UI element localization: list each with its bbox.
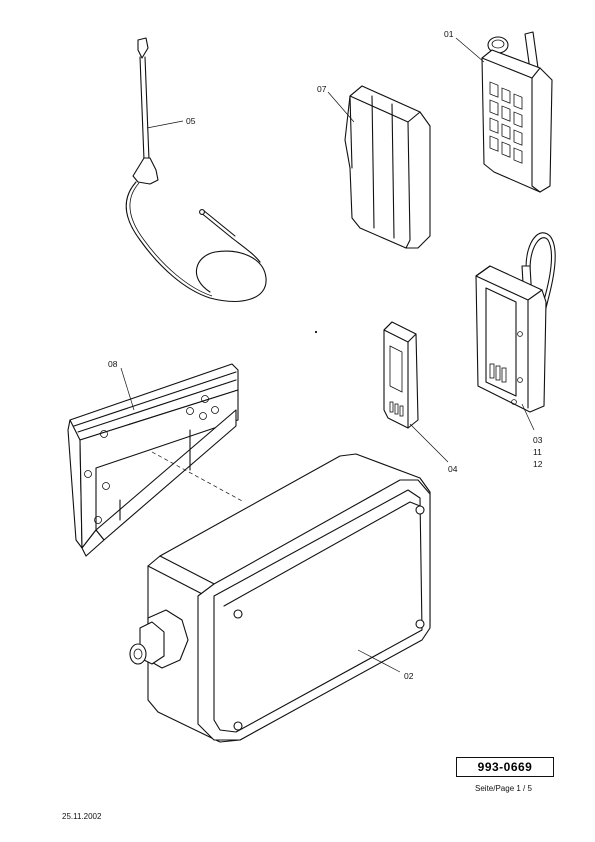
handheld-transmitter-01 [481,31,553,193]
callout-01: 01 [444,29,454,39]
receiver-box-02 [129,453,431,743]
leader-05 [146,120,184,129]
callout-04: 04 [448,464,458,474]
callout-12: 12 [533,459,543,469]
drawing-date: 25.11.2002 [62,812,102,821]
battery-pack-07 [344,85,431,249]
callout-05: 05 [186,116,196,126]
part-number-box: 993-0669 [456,757,554,777]
mounting-bracket-08 [67,363,239,557]
callout-07: 07 [317,84,327,94]
callout-03: 03 [533,435,543,445]
charger-03 [475,232,556,413]
callout-11: 11 [533,447,542,457]
leader-03 [521,403,535,431]
page-indicator: Seite/Page 1 / 5 [475,784,532,793]
leader-04 [409,423,449,463]
module-04 [383,321,419,429]
mounting-line [151,451,245,503]
antenna-05 [125,37,267,302]
leader-01 [455,37,485,63]
callout-08: 08 [108,359,118,369]
marker-dot [314,330,318,334]
leader-07 [327,91,355,123]
leader-08 [120,367,135,411]
callout-02: 02 [404,671,414,681]
leader-02 [357,649,401,673]
